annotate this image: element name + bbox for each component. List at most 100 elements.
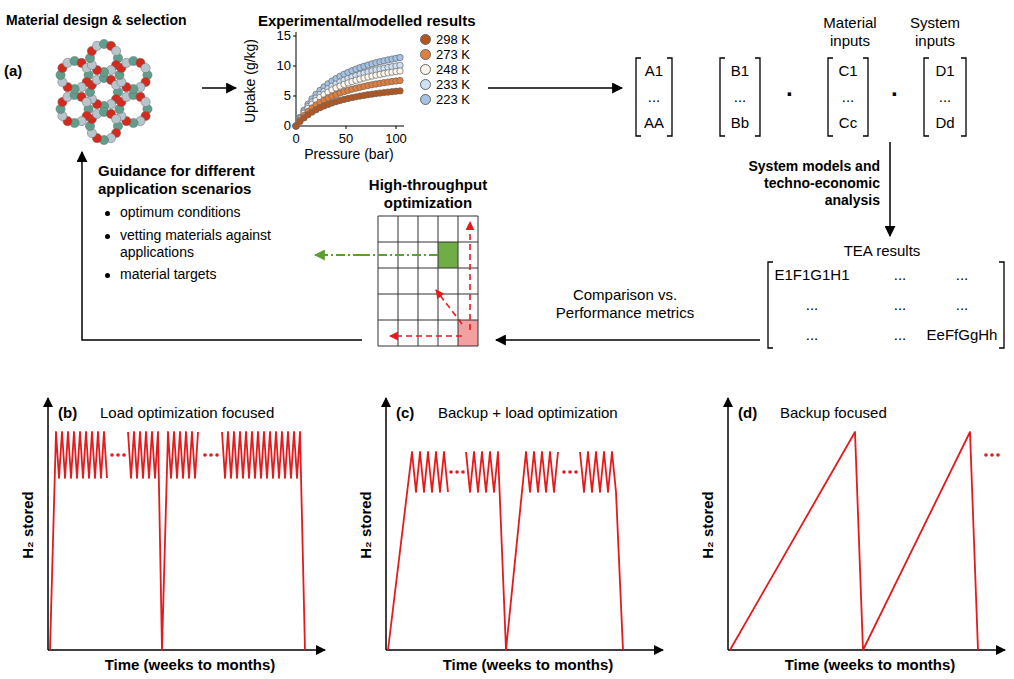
text-label: (a) (4, 62, 22, 80)
text-label: (d) (738, 404, 757, 422)
text-label: Time (weeks to months) (105, 656, 276, 674)
text-label: E1F1G1H1 (774, 266, 849, 284)
bullet-text: material targets (98, 266, 280, 283)
text-label: (b) (58, 404, 77, 422)
uptake-chart (293, 32, 404, 129)
text-label: Backup + load optimization (438, 404, 618, 422)
text-label: B1 (731, 62, 749, 80)
process-node: Guidance for different application scena… (98, 162, 315, 290)
storage-curve (466, 452, 558, 650)
text-label: ... (806, 326, 819, 344)
legend-text: 248 K (436, 62, 470, 77)
ellipsis-dot (568, 470, 572, 474)
optimum-cell (438, 242, 458, 268)
grid-line (378, 320, 478, 321)
search-path (469, 222, 471, 330)
x-axis (48, 649, 325, 651)
text-label: Load optimization focused (100, 404, 274, 422)
grid-line (378, 294, 478, 295)
text-label: (c) (396, 404, 414, 422)
text-label: Time (weeks to months) (443, 656, 614, 674)
tick (293, 66, 296, 67)
grid-line (378, 216, 478, 217)
storage-curve (580, 452, 623, 650)
text-label: Cc (839, 114, 857, 132)
text-label: 15 (277, 28, 291, 44)
ellipsis-dot (203, 453, 207, 457)
text-label: A1 (645, 62, 663, 80)
legend-swatch (420, 79, 431, 90)
flow-arrow (496, 339, 760, 341)
node-heading: Material design & selection (6, 12, 187, 29)
legend-swatch (420, 49, 431, 60)
text-label: Time (weeks to months) (785, 656, 956, 674)
legend-entry: 273 K (420, 47, 470, 62)
grid-line (378, 216, 379, 346)
text-label: ... (956, 266, 969, 284)
ellipsis-dot (209, 453, 213, 457)
ellipsis-dot (449, 470, 453, 474)
dashed-arrow (315, 254, 362, 256)
atom (141, 97, 150, 106)
text-label: 50 (339, 131, 353, 147)
bracket-right (961, 58, 966, 136)
text-label: ... (734, 88, 747, 106)
legend-entry: 298 K (420, 32, 470, 47)
text-label: Dd (935, 114, 954, 132)
process-node: Material design & selection (6, 12, 202, 152)
bracket-left (828, 58, 833, 136)
storage-profile-plot (48, 398, 325, 650)
matrix-bracket (924, 58, 966, 136)
legend-text: 273 K (436, 47, 470, 62)
grid-line (438, 216, 439, 346)
edge-label: Comparison vs. Performance metrics (550, 286, 700, 322)
ellipsis-dot (574, 470, 578, 474)
text-label: 0 (292, 131, 299, 147)
y-axis (385, 398, 387, 650)
text-label: Uptake (g/kg) (242, 39, 259, 123)
x-axis (728, 649, 1005, 651)
legend-text: 298 K (436, 32, 470, 47)
edge-label: System models and techno-economic analys… (740, 158, 880, 208)
bracket-left (924, 58, 929, 136)
grid-line (378, 268, 478, 269)
storage-profile-plot (728, 398, 1005, 650)
node-heading: High-throughput optimization (362, 176, 494, 212)
ellipsis-dot (996, 453, 1000, 457)
storage-curve (388, 452, 448, 650)
bracket-right (863, 58, 868, 136)
matrix-bracket (636, 58, 672, 136)
search-path (436, 290, 462, 324)
legend-swatch (420, 64, 431, 75)
storage-curve (730, 432, 978, 650)
matrix-bracket (720, 58, 760, 136)
storage-profile-plot (386, 398, 663, 650)
mof-structure (56, 39, 152, 144)
text-label: · (891, 80, 899, 109)
ellipsis-dot (461, 470, 465, 474)
text-label: Backup focused (780, 404, 887, 422)
text-label: ... (894, 296, 907, 314)
optimization-grid (362, 216, 478, 346)
flow-arrow (889, 142, 891, 236)
bullet-text: vetting materials against applications (98, 227, 280, 261)
data-point (397, 68, 403, 74)
text-label: Pressure (bar) (304, 146, 393, 163)
chart-axes (296, 32, 404, 126)
bracket-left (636, 58, 641, 136)
text-label: 10 (277, 58, 291, 74)
text-label: ... (806, 296, 819, 314)
data-point (397, 54, 403, 60)
legend-text: 233 K (436, 77, 470, 92)
text-label: AA (644, 114, 664, 132)
y-axis (47, 398, 49, 650)
text-label: ... (648, 88, 661, 106)
tick (346, 126, 347, 129)
tick (293, 96, 296, 97)
atom (112, 46, 121, 55)
ellipsis-dot (455, 470, 459, 474)
bracket-left (720, 58, 725, 136)
node-heading: TEA results (844, 242, 921, 260)
